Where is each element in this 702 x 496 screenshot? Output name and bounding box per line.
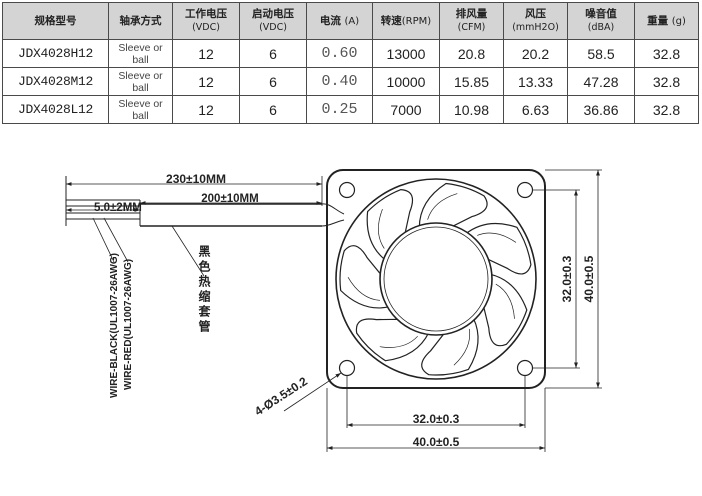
fan-blade-edge (453, 328, 471, 366)
header-airflow: 排风量(CFM) (439, 2, 504, 40)
spec-table: 规格型号 轴承方式 工作电压(VDC) 启动电压(VDC) 电流 (A) 转速(… (2, 2, 699, 124)
mount-hole-top-left (338, 181, 356, 199)
fan-blades (339, 182, 532, 376)
table-header-row: 规格型号 轴承方式 工作电压(VDC) 启动电压(VDC) 电流 (A) 转速(… (2, 2, 699, 40)
fan-frame (326, 169, 546, 389)
current-cell: 0.25 (306, 95, 373, 124)
voltage-cell: 12 (172, 95, 240, 124)
fan-blade (464, 222, 532, 275)
leader-red-wire (103, 217, 129, 263)
label-sleeve-note: 黑色热缩套管 (197, 245, 211, 335)
fan-blade-edge (477, 232, 517, 243)
label-cable-total: 230±10MM (166, 172, 226, 186)
weight-cell: 32.8 (634, 95, 699, 124)
fan-blade (482, 273, 528, 347)
leader-black-wire (92, 217, 115, 263)
label-cable-sleeve: 200±10MM (201, 193, 258, 205)
voltage-cell: 12 (172, 39, 240, 68)
weight-cell: 32.8 (634, 67, 699, 96)
label-wire-black: WIRE-BLACK(UL1007-26AWG) (109, 253, 120, 398)
label-strip-length: 5.0±2MM (94, 202, 142, 214)
fan-hub-inner (383, 226, 489, 332)
pressure-cell: 20.2 (503, 39, 568, 68)
cable-dimensions (66, 176, 323, 277)
fan-blade (418, 182, 488, 229)
cable-entry-curve-top (321, 203, 345, 215)
header-noise: 噪音值(dBA) (567, 2, 635, 40)
label-hole-spacing-v: 32.0±0.3 (560, 255, 574, 302)
airflow-cell: 20.8 (439, 39, 504, 68)
fan-blade-edge (379, 335, 418, 348)
label-mount-holes: 4-Ø3.5±0.2 (252, 374, 310, 419)
header-speed: 转速(RPM) (372, 2, 440, 40)
header-pressure: 风压(mmH2O) (503, 2, 568, 40)
fan-blade (366, 188, 414, 261)
fan-dimensions (283, 169, 602, 452)
fan-hub (379, 222, 493, 336)
voltage-cell: 12 (172, 67, 240, 96)
leader-mount-holes (283, 372, 342, 412)
label-frame-size-h: 40.0±0.5 (413, 435, 460, 449)
header-weight: 重量 (g) (634, 2, 699, 40)
start-voltage-cell: 6 (239, 95, 307, 124)
fan-shroud (335, 178, 537, 380)
fan-blade-edge (378, 208, 385, 249)
header-start-voltage: 启动电压(VDC) (239, 2, 307, 40)
mount-hole-bottom-right (516, 359, 534, 377)
header-model: 规格型号 (2, 2, 109, 40)
fan-body (326, 169, 546, 389)
fan-blade (421, 317, 479, 376)
fan-blade (355, 318, 430, 362)
header-current: 电流 (A) (306, 2, 373, 40)
noise-cell: 36.86 (567, 95, 635, 124)
fan-blade (339, 245, 391, 309)
model-cell: JDX4028L12 (2, 95, 109, 124)
mount-hole-top-right (516, 181, 534, 199)
speed-cell: 7000 (372, 95, 440, 124)
label-hole-spacing-h: 32.0±0.3 (413, 412, 460, 426)
label-wire-red: WIRE-RED(UL1007-26AWG) (123, 259, 134, 390)
airflow-cell: 10.98 (439, 95, 504, 124)
noise-cell: 47.28 (567, 67, 635, 96)
fan-blade-edge (427, 193, 458, 220)
fan-blade-edge (495, 283, 515, 319)
mount-hole-bottom-left (338, 359, 356, 377)
current-cell: 0.60 (306, 39, 373, 68)
label-frame-size-v: 40.0±0.5 (582, 255, 596, 302)
start-voltage-cell: 6 (239, 39, 307, 68)
cable-entry-curve-bottom (321, 219, 345, 227)
leader-sleeve (171, 225, 205, 277)
fan-blade-edge (347, 277, 380, 301)
